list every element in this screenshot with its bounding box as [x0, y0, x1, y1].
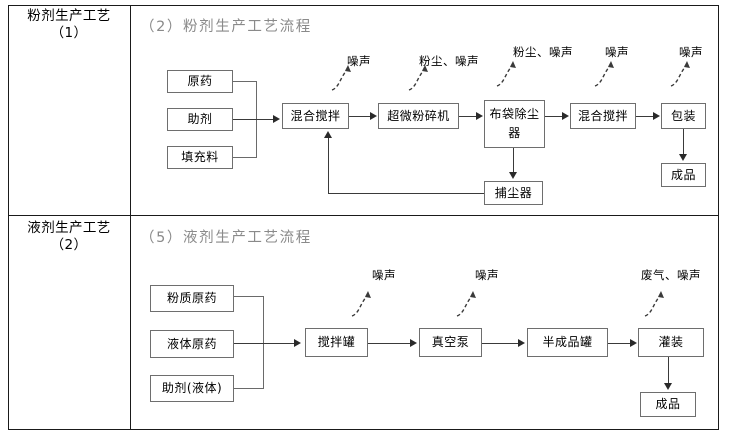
box-vacuum-pump: 真空泵 [419, 328, 482, 357]
section-title-powder: （2）粉剂生产工艺流程 [140, 19, 312, 35]
arrowhead-into-packaging [653, 112, 660, 120]
connector-liquid-raw-to-tank [234, 343, 296, 344]
pollutant-label-r2-3: 废气、噪声 [641, 268, 701, 282]
dashed-emission-arrow-r2-1 [351, 291, 371, 317]
connector-bagfilter-to-dustcatcher [513, 148, 514, 173]
connector-tank-to-pump [368, 343, 411, 344]
box-liquid-raw-drug: 液体原药 [150, 330, 234, 358]
box-ultrafine-pulverizer: 超微粉碎机 [378, 103, 459, 129]
connector-packaging-to-finished [683, 129, 684, 155]
connector-pulverizer-to-bagfilter [459, 116, 477, 117]
connector-bagfilter-to-mixer2 [545, 116, 562, 117]
box-additive: 助剂 [167, 108, 233, 131]
box-bag-dust-collector: 布袋除尘器 [484, 100, 545, 148]
box-stirring-tank: 搅拌罐 [305, 328, 368, 357]
box-semi-finished-tank: 半成品罐 [527, 328, 608, 357]
dashed-emission-arrow-r1-4 [594, 61, 614, 87]
arrowhead-into-pulverizer [370, 112, 377, 120]
pollutant-label-r2-2: 噪声 [475, 268, 499, 282]
pollutant-label-r1-3: 粉尘、噪声 [513, 45, 573, 59]
connector-additive-to-mixer [233, 119, 275, 120]
category-cell-powder: 粉剂生产工艺 （1） [10, 8, 128, 42]
box-dust-catcher: 捕尘器 [484, 181, 543, 205]
box-powder-raw-drug: 粉质原药 [150, 285, 234, 312]
pollutant-label-r1-2: 粉尘、噪声 [419, 54, 479, 68]
arrowhead-into-semitank [518, 339, 525, 347]
box-raw-drug: 原药 [167, 70, 233, 93]
pollutant-label-r2-1: 噪声 [372, 268, 396, 282]
connector-dustcatcher-return-vertical [328, 138, 329, 193]
connector-filler-stub [233, 157, 256, 158]
box-mixing-stirring-1: 混合搅拌 [282, 103, 349, 129]
connector-semitank-to-filling [608, 343, 631, 344]
arrowhead-into-finished-powder [679, 154, 687, 161]
dashed-emission-arrow-r2-2 [456, 291, 476, 317]
arrowhead-into-filling [630, 339, 637, 347]
dashed-emission-arrow-r1-1 [331, 65, 351, 91]
arrowhead-into-stirring-tank [294, 339, 301, 347]
pollutant-label-r1-4: 噪声 [605, 45, 629, 59]
table-row-divider [8, 215, 719, 216]
category-cell-liquid: 液剂生产工艺 （2） [10, 220, 128, 254]
connector-raw-drug-stub [233, 81, 256, 82]
connector-mixer1-to-pulverizer [349, 116, 371, 117]
connector-additive-liquid-stub [234, 388, 263, 389]
arrowhead-into-mixer1 [273, 115, 280, 123]
category-label-powder-line1: 粉剂生产工艺 [27, 8, 111, 24]
arrowhead-return-into-mixer1 [324, 131, 332, 138]
category-label-powder-line2: （1） [50, 25, 88, 41]
box-mixing-stirring-2: 混合搅拌 [570, 103, 636, 129]
table-column-divider-row1 [130, 5, 131, 215]
section-title-liquid: （5）液剂生产工艺流程 [140, 230, 312, 246]
dashed-emission-arrow-r2-3 [644, 291, 664, 317]
dashed-emission-arrow-r1-5 [670, 61, 690, 87]
category-label-liquid-line1: 液剂生产工艺 [27, 220, 111, 236]
arrowhead-into-finished-liquid [664, 383, 672, 390]
pollutant-label-r1-1: 噪声 [347, 54, 371, 68]
box-filler: 填充料 [167, 146, 233, 169]
category-label-liquid-line2: （2） [50, 237, 88, 253]
connector-dustcatcher-return-horizontal [328, 193, 484, 194]
box-additive-liquid: 助剂(液体) [150, 375, 234, 402]
arrowhead-into-dustcatcher [509, 172, 517, 179]
arrowhead-into-vacuum-pump [410, 339, 417, 347]
connector-mixer2-to-packaging [636, 116, 653, 117]
table-column-divider-row2 [130, 216, 131, 430]
box-finished-product-liquid: 成品 [640, 392, 696, 417]
arrowhead-into-bagfilter [476, 112, 483, 120]
dashed-emission-arrow-r1-3 [496, 61, 516, 87]
pollutant-label-r1-5: 噪声 [679, 45, 703, 59]
box-filling: 灌装 [638, 328, 704, 357]
connector-powder-raw-stub [234, 296, 263, 297]
table-outer-border [8, 5, 719, 430]
box-finished-product-powder: 成品 [661, 163, 706, 187]
dashed-emission-arrow-r1-2 [408, 65, 428, 91]
box-packaging: 包装 [661, 103, 706, 129]
connector-filling-to-finished [668, 357, 669, 384]
connector-input-bus-liquid [263, 296, 264, 389]
arrowhead-into-mixer2 [562, 112, 569, 120]
connector-pump-to-semitank [482, 343, 519, 344]
